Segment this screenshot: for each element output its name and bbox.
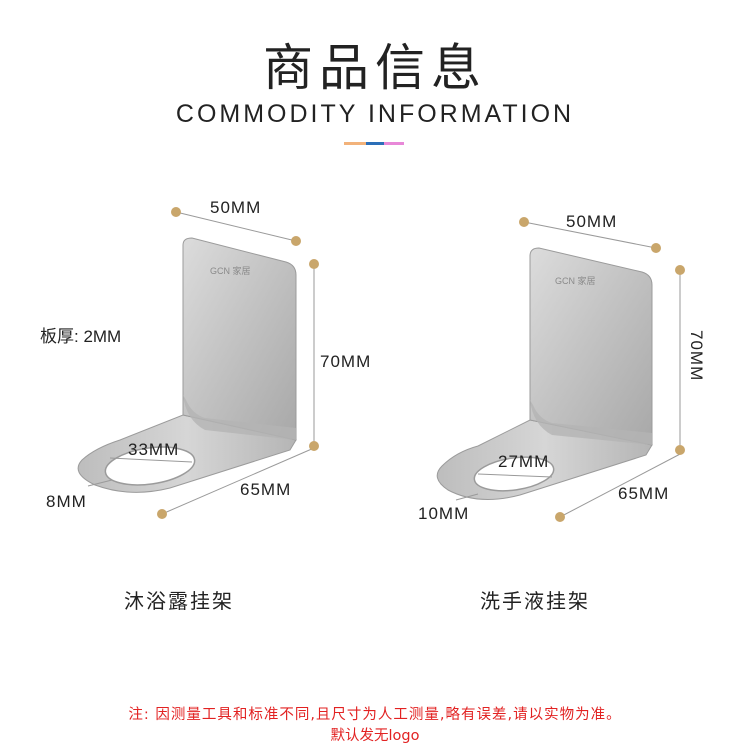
marker-dot [519, 217, 529, 227]
marker-dot [291, 236, 301, 246]
bracket-right-hole [473, 456, 555, 492]
marker-dot [555, 512, 565, 522]
left-dim-height: 70MM [320, 352, 372, 371]
bracket-right-back [529, 247, 653, 446]
left-dim-edge: 8MM [46, 492, 87, 511]
bracket-left-logo: GCN 家居 [210, 265, 251, 276]
right-product-name: 洗手液挂架 [480, 589, 590, 613]
left-dim-top: 50MM [210, 198, 262, 217]
product-illustrations: GCN 家居 GCN 家居 [77, 207, 685, 522]
right-dim-top: 50MM [566, 212, 618, 231]
left-dim-hole: 33MM [128, 440, 180, 459]
right-dim-edge: 10MM [418, 504, 470, 523]
left-dim-depth: 65MM [240, 480, 292, 499]
title-accent-bar-1 [344, 142, 366, 145]
bracket-left-back [182, 237, 297, 441]
page-title-cn: 商品信息 [263, 39, 487, 97]
marker-dot [675, 445, 685, 455]
marker-dot [157, 509, 167, 519]
marker-dot [171, 207, 181, 217]
title-accent-bar-3 [384, 142, 404, 145]
left-product-name: 沐浴露挂架 [124, 589, 234, 613]
right-dim-depth: 65MM [618, 484, 670, 503]
marker-dot [309, 441, 319, 451]
left-thickness-label: 板厚: 2MM [40, 327, 122, 346]
marker-dot [675, 265, 685, 275]
bracket-left-hole [104, 446, 196, 486]
bracket-right-logo: GCN 家居 [555, 275, 596, 286]
bracket-right: GCN 家居 [436, 247, 653, 500]
title-accent-bar-2 [366, 142, 384, 145]
measurement-note: 注: 因测量工具和标准不同,且尺寸为人工测量,略有误差,请以实物为准。 [128, 707, 622, 723]
page-title-en: COMMODITY INFORMATION [175, 100, 575, 128]
marker-dot [309, 259, 319, 269]
bracket-left: GCN 家居 [77, 237, 297, 493]
right-dim-height: 70MM [687, 330, 706, 382]
marker-dot [651, 243, 661, 253]
right-dim-hole: 27MM [498, 452, 550, 471]
no-logo-note: 默认发无logo [330, 728, 420, 744]
